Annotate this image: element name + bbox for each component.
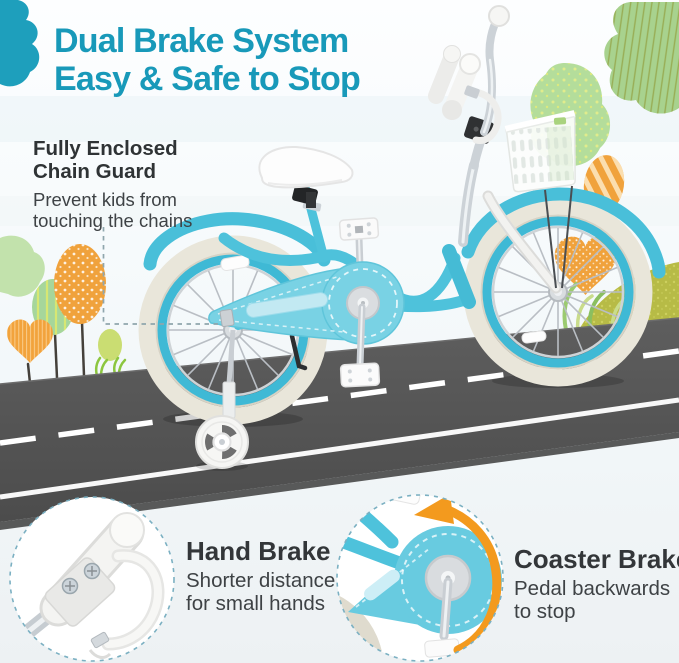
far-grip [428, 48, 460, 104]
headline-line2: Easy & Safe to Stop [54, 60, 361, 98]
hand-brake-title: Hand Brake [186, 536, 331, 566]
guard-hinge [219, 308, 235, 328]
coaster-brake-title: Coaster Brake [514, 544, 679, 574]
coasterbrake-detail-circle [336, 494, 504, 662]
heart-tree-left [7, 319, 53, 364]
page-title: Dual Brake System Easy & Safe to Stop [54, 22, 361, 98]
wheel-reflector [220, 254, 250, 272]
hand-brake-lever [472, 88, 502, 144]
bell [488, 5, 510, 27]
cloud-corner-shape [0, 0, 40, 87]
pedal-down [339, 362, 381, 388]
chain-guard-desc-line2: touching the chains [33, 210, 193, 231]
callout-dashed-line [102, 227, 219, 325]
pedal-up [338, 217, 380, 241]
wheel-reflector [521, 330, 547, 344]
chain-guard-slot [245, 292, 329, 318]
rotation-arrow-icon [414, 495, 502, 655]
chain-guard [208, 261, 405, 345]
saddle [258, 145, 354, 208]
kids-bicycle [138, 5, 666, 469]
closeup-pedal-top [387, 495, 421, 505]
training-wheel [195, 329, 249, 469]
front-basket [504, 110, 576, 193]
hand-brake-desc-line1: Shorter distance [186, 569, 336, 592]
feature-hand-brake: Hand Brake Shorter distance for small ha… [186, 536, 335, 615]
kickstand [289, 333, 308, 371]
coaster-brake-desc-line1: Pedal backwards [514, 577, 671, 600]
basket-struts [544, 185, 573, 289]
road-edge-line [0, 397, 679, 500]
chain-guard-title-line2: Chain Guard [33, 160, 157, 183]
closeup-guard-slot [364, 569, 400, 601]
feature-coaster-brake: Coaster Brake Pedal backwards to stop [514, 544, 679, 623]
handlebar [428, 5, 510, 247]
chain-guard-title-line1: Fully Enclosed [33, 137, 178, 160]
hand-brake-desc-line2: for small hands [186, 592, 326, 615]
headline-line1: Dual Brake System [54, 22, 349, 60]
grip-end-cap [109, 512, 145, 548]
coaster-brake-desc-line2: to stop [514, 600, 576, 623]
chain-guard-desc-line1: Prevent kids from [33, 189, 177, 210]
background-trees-left [0, 235, 127, 385]
heart-tree-right [554, 236, 617, 295]
basket-sticker [553, 117, 567, 125]
feature-chain-guard: Fully Enclosed Chain Guard Prevent kids … [33, 137, 192, 231]
